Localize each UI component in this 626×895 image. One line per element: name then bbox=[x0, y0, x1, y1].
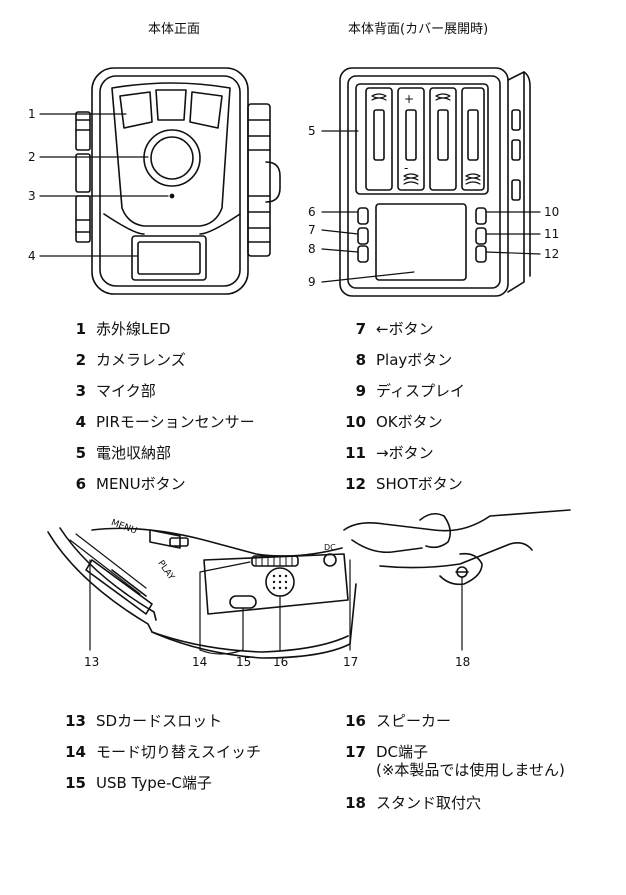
legend-item-1: 1 赤外線LED bbox=[60, 320, 171, 338]
legend-text: OKボタン bbox=[376, 413, 443, 431]
legend-text: USB Type-C端子 bbox=[96, 774, 212, 792]
legend-item-4: 4 PIRモーションセンサー bbox=[60, 413, 255, 431]
legend-number: 1 bbox=[75, 320, 86, 338]
legend-item-12: 12 SHOTボタン bbox=[340, 475, 463, 493]
legend-text: スピーカー bbox=[376, 712, 452, 730]
callout-11: 11 bbox=[544, 227, 559, 241]
legend-item-2: 2 カメラレンズ bbox=[60, 351, 186, 369]
back-view-drawing bbox=[339, 67, 531, 297]
legend-number: 5 bbox=[75, 444, 86, 462]
legend-text: SDカードスロット bbox=[96, 712, 223, 730]
legend-item-8: 8 Playボタン bbox=[340, 351, 453, 369]
legend-text: →ボタン bbox=[376, 444, 434, 462]
legend-number: 12 bbox=[345, 475, 366, 493]
side-view-drawing bbox=[47, 509, 571, 659]
legend-text: 電池収納部 bbox=[96, 444, 172, 462]
legend-item-16: 16 スピーカー bbox=[340, 712, 451, 730]
legend-number: 3 bbox=[75, 382, 86, 400]
legend-item-9: 9 ディスプレイ bbox=[340, 382, 465, 400]
legend-text: SHOTボタン bbox=[376, 475, 463, 493]
side-play-label: PLAY bbox=[155, 559, 176, 583]
legend-item-5: 5 電池収納部 bbox=[60, 444, 171, 462]
battery-minus-label: - bbox=[404, 161, 408, 175]
callout-2: 2 bbox=[28, 150, 36, 164]
callout-9: 9 bbox=[308, 275, 316, 289]
callout-15: 15 bbox=[236, 655, 251, 669]
legend-text: 赤外線LED bbox=[96, 320, 171, 338]
callout-18: 18 bbox=[455, 655, 470, 669]
front-view-caption: 本体正面 bbox=[148, 22, 201, 37]
legend-item-13: 13 SDカードスロット bbox=[60, 712, 222, 730]
legend-text: PIRモーションセンサー bbox=[96, 413, 255, 431]
legend-number: 17 bbox=[345, 743, 366, 761]
legend-number: 13 bbox=[65, 712, 86, 730]
legend-number: 9 bbox=[355, 382, 366, 400]
legend-number: 2 bbox=[75, 351, 86, 369]
legend-number: 16 bbox=[345, 712, 366, 730]
legend-text: カメラレンズ bbox=[96, 351, 186, 369]
callout-14: 14 bbox=[192, 655, 207, 669]
callout-4: 4 bbox=[28, 249, 36, 263]
legend-number: 15 bbox=[65, 774, 86, 792]
legend-note: (※本製品では使用しません) bbox=[376, 761, 565, 779]
callout-1: 1 bbox=[28, 107, 36, 121]
legend-item-3: 3 マイク部 bbox=[60, 382, 156, 400]
callout-5: 5 bbox=[308, 124, 316, 138]
legend-number: 8 bbox=[355, 351, 366, 369]
legend-item-7: 7 ←ボタン bbox=[340, 320, 434, 338]
legend-number: 6 bbox=[75, 475, 86, 493]
back-view-caption: 本体背面(カバー展開時) bbox=[348, 22, 489, 37]
side-dc-label: DC bbox=[324, 543, 336, 552]
legend-text: DC端子 bbox=[376, 743, 429, 761]
legend-number: 4 bbox=[75, 413, 86, 431]
callout-3: 3 bbox=[28, 189, 36, 203]
legend-number: 11 bbox=[345, 444, 366, 462]
callout-13: 13 bbox=[84, 655, 99, 669]
legend-number: 7 bbox=[355, 320, 366, 338]
callout-17: 17 bbox=[343, 655, 358, 669]
legend-item-11: 11 →ボタン bbox=[340, 444, 434, 462]
legend-number: 14 bbox=[65, 743, 86, 761]
legend-item-6: 6 MENUボタン bbox=[60, 475, 186, 493]
legend-text: ディスプレイ bbox=[376, 382, 465, 400]
legend-text: MENUボタン bbox=[96, 475, 186, 493]
callout-8: 8 bbox=[308, 242, 316, 256]
legend-item-18: 18 スタンド取付穴 bbox=[340, 794, 481, 812]
callout-12: 12 bbox=[544, 247, 559, 261]
legend-text: モード切り替えスイッチ bbox=[96, 743, 262, 761]
callout-7: 7 bbox=[308, 223, 316, 237]
callout-10: 10 bbox=[544, 205, 559, 219]
legend-item-17: 17 DC端子 (※本製品では使用しません) bbox=[340, 743, 565, 779]
legend-text: ←ボタン bbox=[376, 320, 434, 338]
legend-item-14: 14 モード切り替えスイッチ bbox=[60, 743, 261, 761]
legend-text: スタンド取付穴 bbox=[376, 794, 482, 812]
legend-text: マイク部 bbox=[96, 382, 156, 400]
legend-number: 10 bbox=[345, 413, 366, 431]
legend-item-15: 15 USB Type-C端子 bbox=[60, 774, 212, 792]
side-menu-label: MENU bbox=[110, 518, 139, 537]
legend-text: Playボタン bbox=[376, 351, 453, 369]
callout-6: 6 bbox=[308, 205, 316, 219]
battery-plus-label: + bbox=[404, 92, 414, 106]
front-view-drawing bbox=[75, 67, 281, 295]
legend-item-10: 10 OKボタン bbox=[340, 413, 443, 431]
callout-16: 16 bbox=[273, 655, 288, 669]
legend-number: 18 bbox=[345, 794, 366, 812]
